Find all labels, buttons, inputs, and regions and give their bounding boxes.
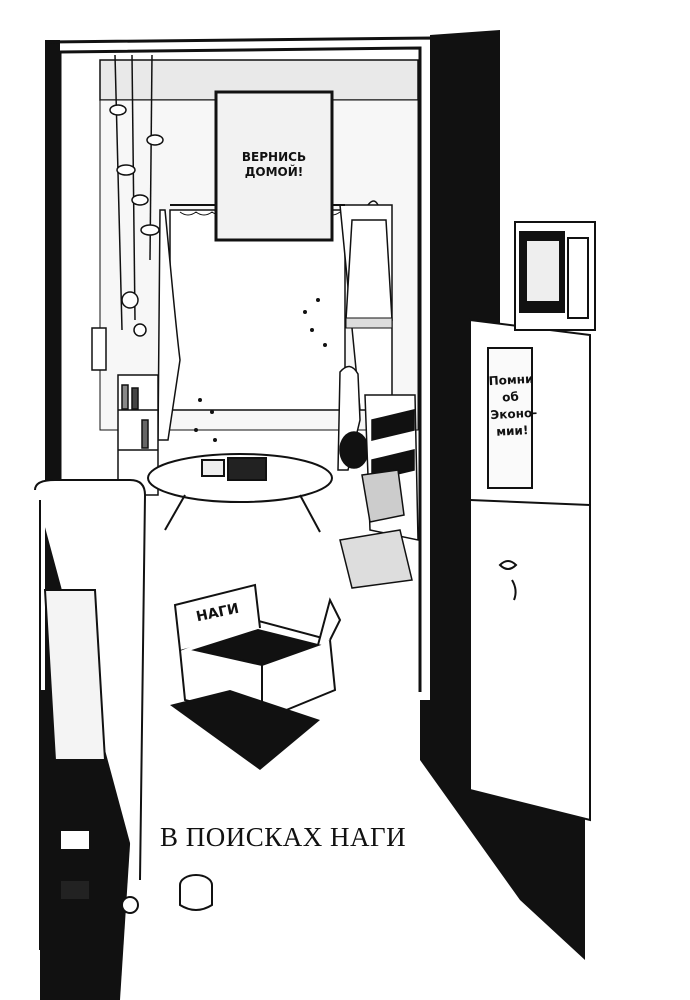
light-switch [91, 327, 107, 371]
fridge-note-line-4: мии! [495, 423, 529, 439]
poster-frame [214, 90, 334, 242]
poster-sign: ВЕРНИСЬ ДОМОЙ! [222, 150, 326, 180]
fish-mobile [109, 54, 164, 337]
tape-roll [179, 874, 213, 911]
fridge-note: Помни об Эконо- мии! [488, 371, 537, 441]
hanging-dress [345, 200, 393, 329]
poster-line-2: ДОМОЙ! [244, 165, 304, 179]
seated-girl [337, 365, 369, 471]
fridge-note-line-1: Помни [488, 371, 534, 389]
floor-shadow [170, 690, 320, 770]
poster-line-1: ВЕРНИСЬ [241, 150, 307, 164]
chapter-title: В ПОИСКАХ НАГИ [160, 822, 407, 852]
cushions [339, 394, 419, 589]
low-table [147, 453, 333, 533]
refrigerator [469, 318, 591, 822]
microwave [514, 221, 596, 331]
star-decorations [194, 298, 327, 442]
laundry-rack [34, 479, 147, 950]
